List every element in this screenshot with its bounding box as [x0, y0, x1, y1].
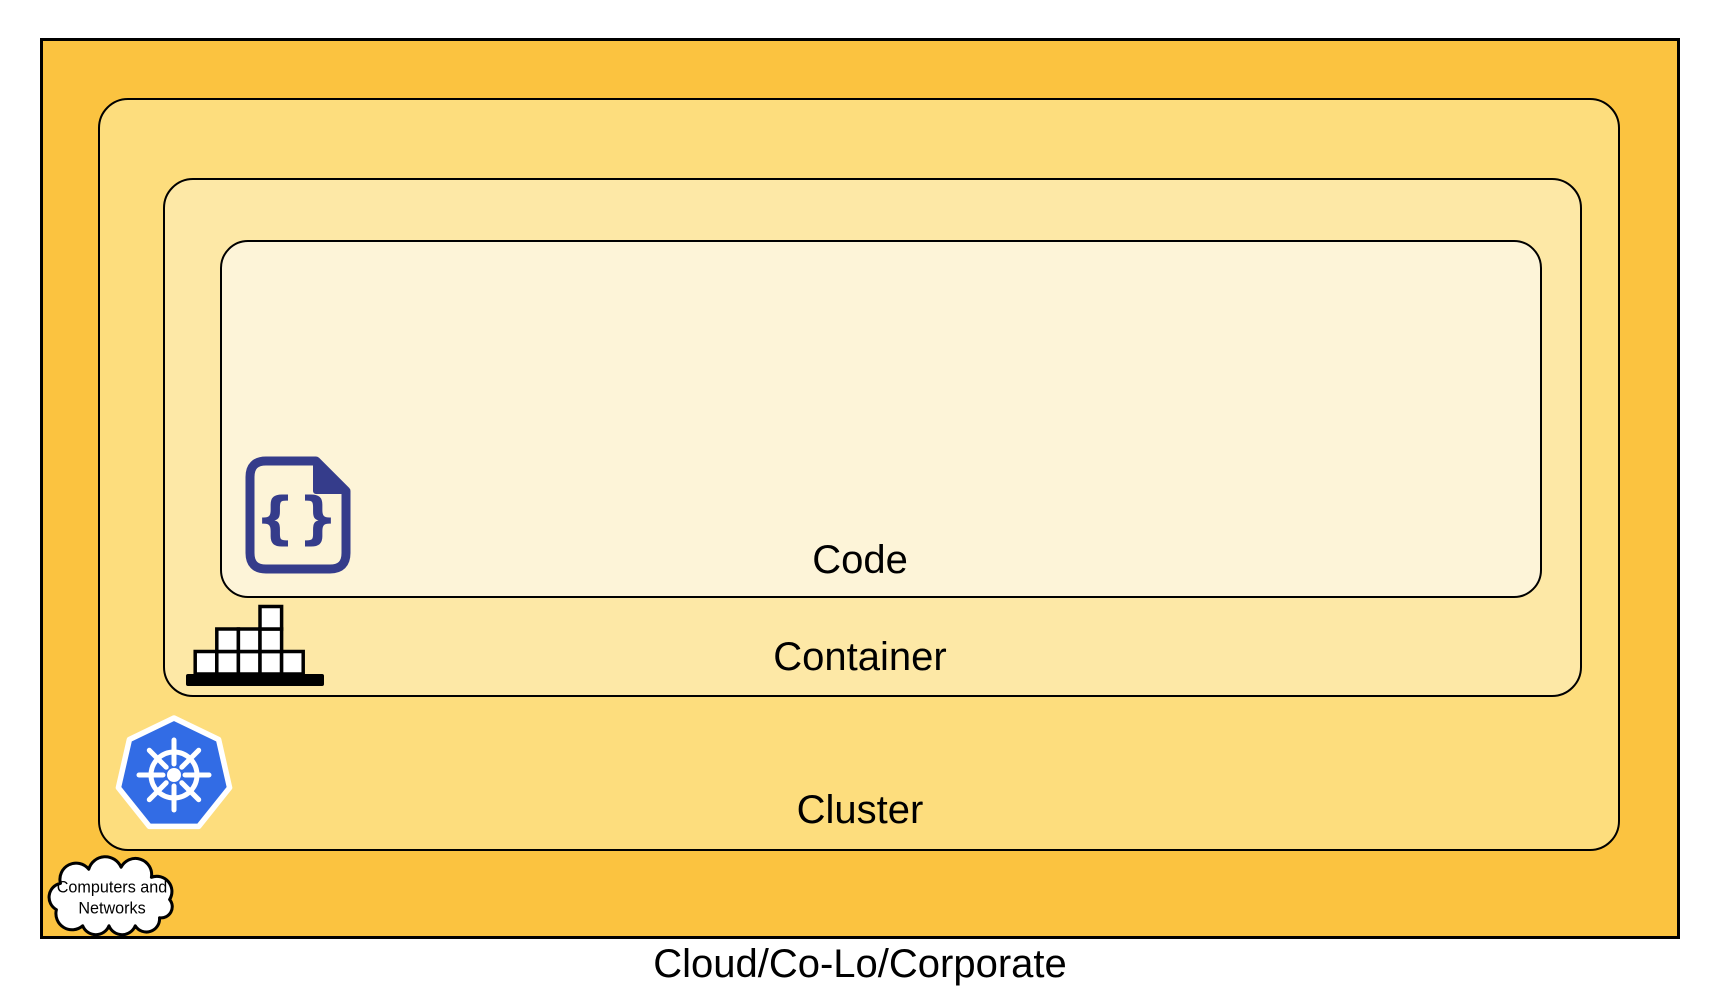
- label-datacenter: Cloud/Co-Lo/Corporate Datacenter: [0, 864, 1720, 992]
- label-code: Code: [812, 538, 908, 582]
- code-file-outline: [245, 456, 351, 574]
- cloud-icon: Computers and Networks: [47, 855, 174, 937]
- cloud-label-line1: Computers and: [57, 878, 167, 896]
- kubernetes-hub: [167, 768, 181, 782]
- kubernetes-wheel: [136, 737, 212, 813]
- label-cluster: Cluster: [796, 788, 924, 832]
- kubernetes-icon: [115, 715, 233, 830]
- label-datacenter-line1: Cloud/Co-Lo/Corporate: [653, 942, 1067, 986]
- cloud-outline: [47, 855, 174, 937]
- layer-code: [220, 240, 1542, 598]
- cloud-label-line2: Networks: [78, 900, 145, 918]
- code-file-fold: [313, 458, 349, 494]
- code-file-icon: {}: [245, 456, 351, 574]
- code-braces-glyph: {}: [255, 486, 341, 551]
- pallet-bar: [186, 674, 324, 686]
- label-container: Container: [773, 635, 947, 679]
- container-boxes-icon: [186, 604, 324, 686]
